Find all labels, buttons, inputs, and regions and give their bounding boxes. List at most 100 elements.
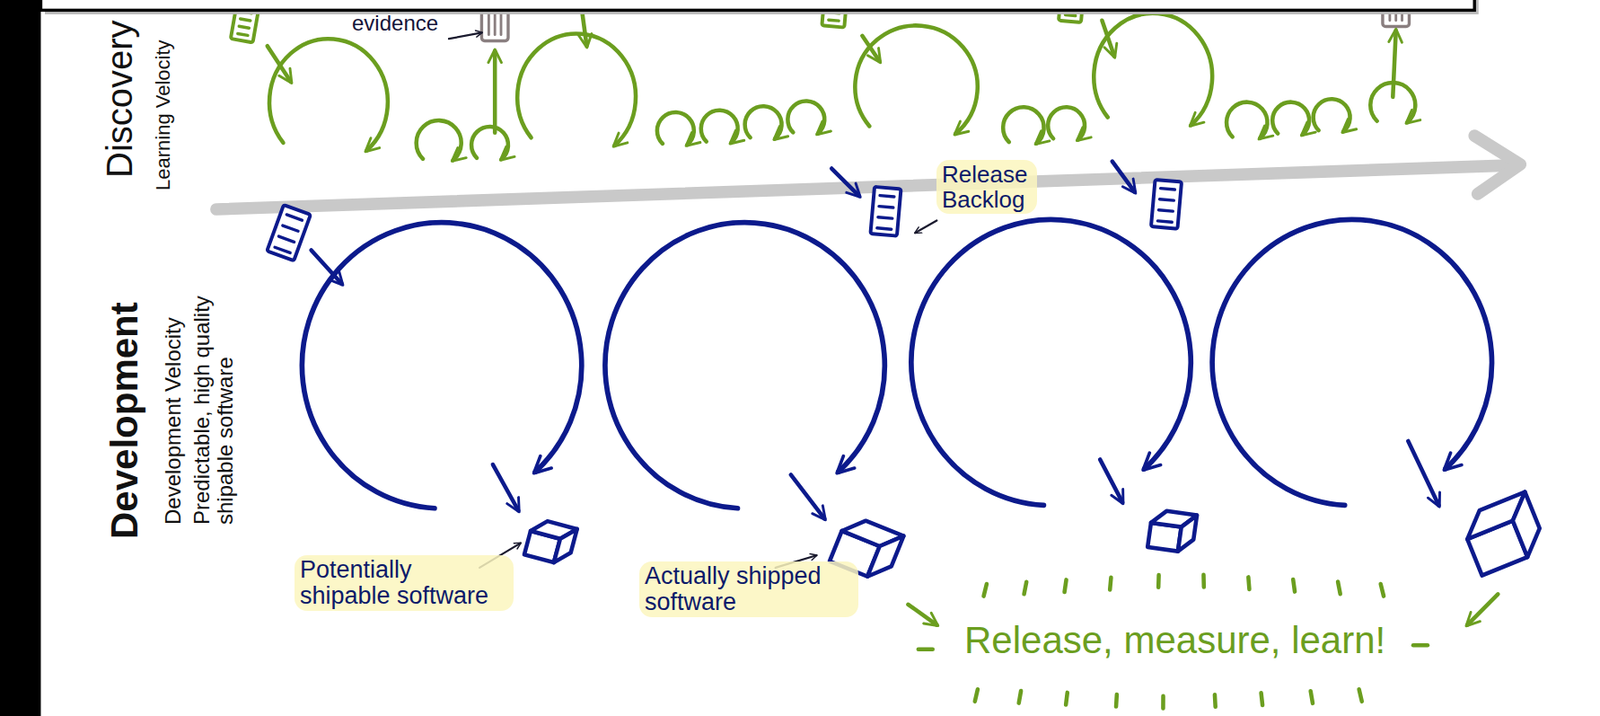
arrow [1112,161,1135,193]
backlog-line [1160,199,1175,201]
small-loop [1002,106,1044,143]
arrow [492,51,498,133]
timeline-arrow [216,165,1509,210]
backlog-line [879,195,895,197]
lane-subtitle: Learning Velocity [152,39,175,191]
backlog-icon [870,186,901,237]
burst-dash [1359,688,1363,702]
slogan: Release, measure, learn! [964,619,1386,660]
small-loop [1272,102,1310,135]
evidence-line [493,12,497,36]
backlog-line [878,217,893,219]
small-loop [1047,106,1085,140]
cube-face [1504,492,1548,557]
arrow [1467,593,1498,625]
arrow [907,604,937,625]
small-loop [1226,102,1267,139]
cube-face [867,528,904,583]
arrow [1101,20,1115,57]
backlog-line [879,206,894,208]
frame-top [40,0,1475,10]
burst-dash [1261,692,1264,705]
burst-dash [1160,695,1166,709]
burst-dash [918,647,933,652]
burst-dash [1064,579,1067,592]
arrow [1392,30,1396,97]
discovery-loop [854,25,977,133]
sprint-loop [605,222,885,509]
burst-dash [984,583,987,597]
timeline-arrowhead [1474,135,1521,194]
burst-dash [975,688,978,702]
burst-dash [1201,574,1206,588]
burst-dash [1109,577,1111,590]
backlog-line [877,228,892,229]
burst-dash [1213,694,1218,707]
arrow [1407,440,1439,506]
evidence-line [487,12,491,36]
backlog-line [286,214,302,220]
arrow [267,45,291,82]
backlog-line [1157,220,1172,222]
small-loop [1313,98,1351,132]
burst-dash [1380,583,1384,597]
small-loop [745,105,783,139]
discovery-loop [517,34,636,146]
software-increment [524,517,578,566]
small-loop [701,110,739,143]
backlog-line [240,18,251,21]
burst-dash [1065,692,1068,705]
sprint-loop [301,222,581,509]
backlog-line [1160,188,1176,190]
backlog-sheet [1151,179,1182,229]
frame-strip [0,0,41,716]
burst-dash [1413,642,1428,648]
lane-title: Discovery [100,19,140,178]
arrow [831,168,860,197]
software-increment [1147,509,1197,554]
annotation: evidence [351,11,439,36]
small-loop [416,120,462,160]
burst-dash [1019,690,1021,704]
backlog-line [1158,210,1173,211]
scaled-drawing [0,0,1548,716]
backlog-line [278,236,294,242]
small-loop [657,112,695,145]
backlog-sheet [266,204,311,261]
arrow [914,219,937,233]
lane-title: Development [104,301,145,539]
burst-dash [1310,690,1313,704]
backlog-line [274,246,291,253]
arrow [448,32,482,39]
arrow [311,249,343,284]
lane-subtitle: Development Velocity [161,316,185,525]
burst-dash [1292,579,1295,592]
sprint-loop [1212,219,1492,505]
sprint-loop [911,219,1191,505]
arrow [861,35,880,62]
backlog-line [237,33,248,36]
software-increment [1459,492,1548,576]
discovery-loop [269,38,388,150]
annotation: Release Backlog [936,159,1038,214]
discovery-loop [1093,13,1213,125]
arrow [492,464,519,510]
lane-subtitle: Predictable, high quality shipable softw… [190,254,238,525]
burst-dash [1024,581,1028,595]
evidence-line [500,12,503,36]
arrow [1099,458,1123,502]
burst-dash [1114,694,1119,707]
backlog-icon [1151,179,1182,229]
arrow [791,474,826,519]
annotation: Actually shipped software [639,561,859,617]
backlog-line [282,225,299,231]
burst-dash [1337,581,1341,595]
backlog-icon [266,204,311,261]
burst-dash [1156,574,1161,588]
small-loop [787,101,825,134]
backlog-line [238,26,249,28]
cube-face [553,525,578,566]
backlog-sheet [870,186,901,237]
